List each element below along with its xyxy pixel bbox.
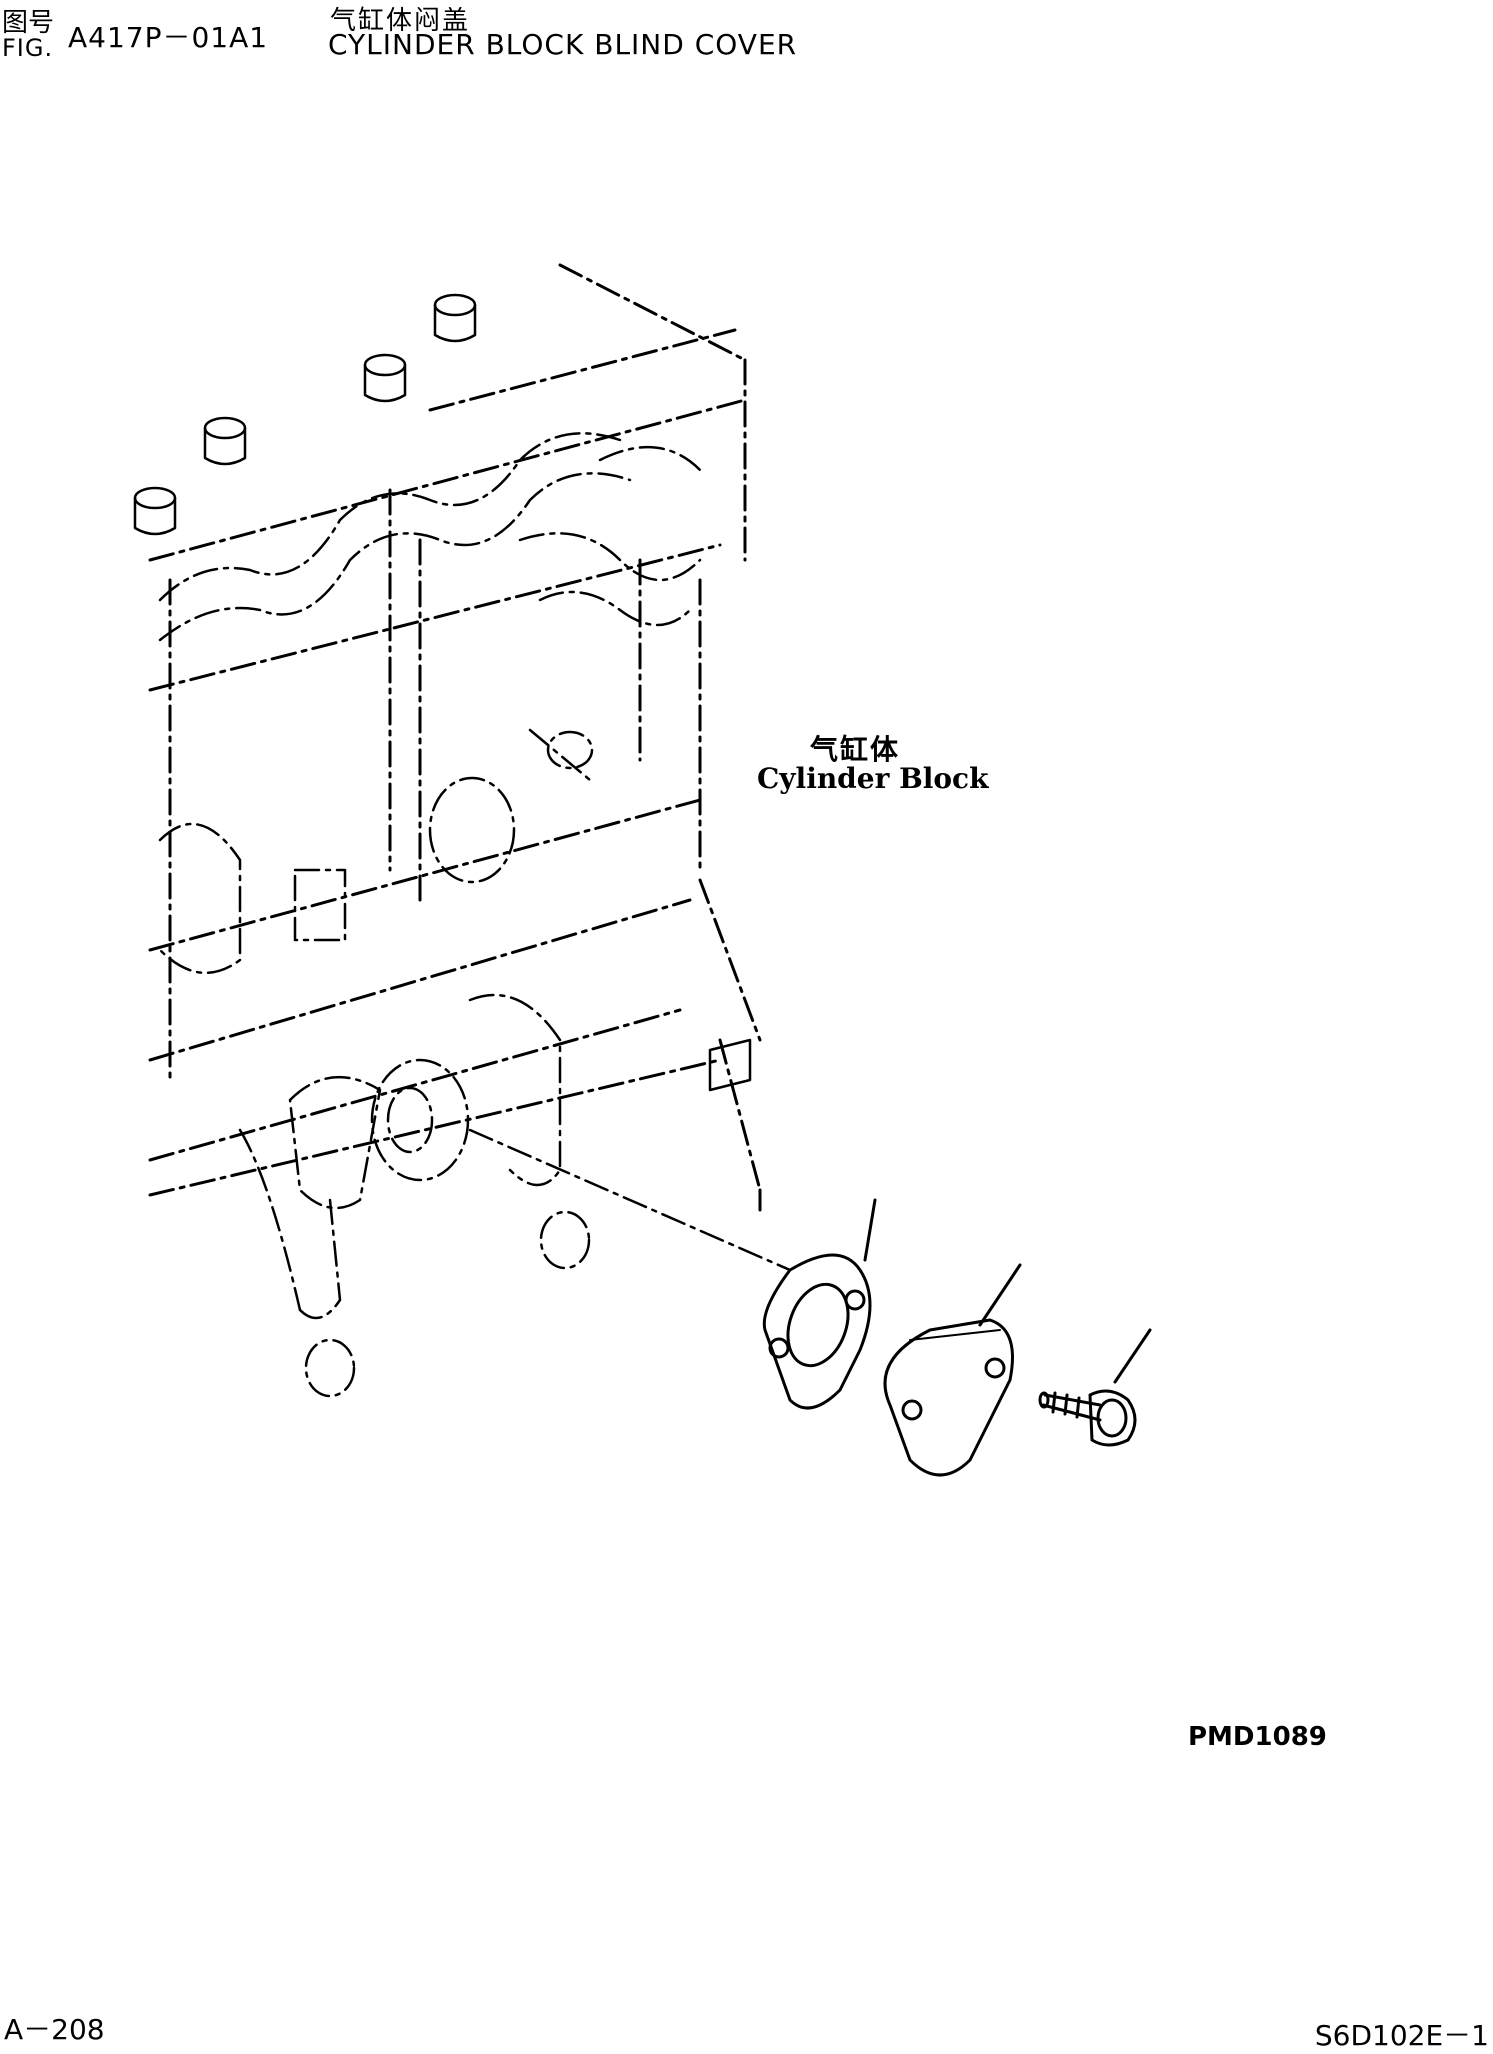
model-number: S6D102E－1	[1314, 2019, 1489, 2052]
drawing-code: PMD1089	[1188, 1722, 1327, 1752]
top-bosses	[133, 293, 477, 536]
figure-number: A417P－01A1	[68, 21, 269, 54]
head-detail	[158, 432, 702, 642]
title-en: CYLINDER BLOCK BLIND COVER	[328, 28, 798, 61]
block-side-features	[158, 728, 752, 1398]
cylinder-block-outline	[148, 263, 762, 1212]
figure-label-en: FIG.	[2, 34, 54, 62]
gasket-part	[762, 1198, 877, 1410]
page-number: A－208	[4, 2013, 105, 2046]
cylinder-block-label-cn: 气缸体	[810, 733, 901, 766]
figure-label-cn: 图号	[2, 8, 55, 38]
blind-cover-part	[883, 1263, 1022, 1477]
bolt-part	[1038, 1328, 1152, 1447]
title-cn: 气缸体闷盖	[330, 6, 471, 36]
assembly-centerline	[468, 1128, 792, 1272]
cylinder-block-label-en: Cylinder Block	[757, 762, 989, 795]
